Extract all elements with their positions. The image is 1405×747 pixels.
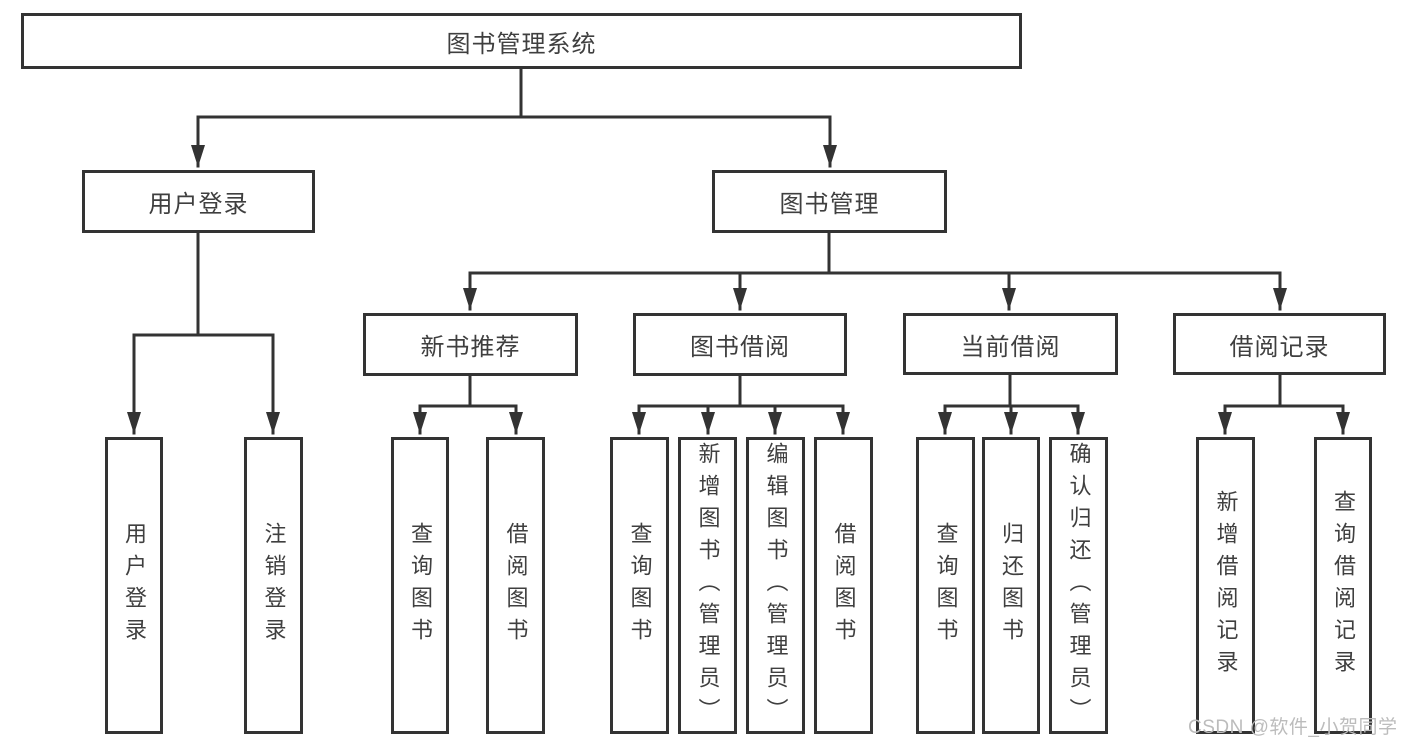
node-label: 图书管理 [779,191,880,218]
leaf-rec-query-books: 查询图书 [391,437,449,734]
leaf-cb-confirm-return-admin: 确认归还（管理员） [1049,437,1108,734]
leaf-logout: 注销登录 [244,437,303,734]
connector-book-borrow-split [637,374,845,408]
node-book-borrowing: 图书借阅 [633,313,847,376]
leaf-label: 注销登录 [261,521,287,650]
watermark: CSDN @软件_小贺同学 [1188,717,1398,738]
leaf-label: 借阅图书 [831,521,857,650]
leaf-bb-query-books: 查询图书 [610,437,669,734]
node-label: 图书借阅 [690,334,790,361]
leaf-label: 借阅图书 [503,521,529,650]
node-library-management-system: 图书管理系统 [21,13,1022,69]
leaf-bb-borrow-books: 借阅图书 [814,437,873,734]
node-current-borrowing: 当前借阅 [903,313,1118,375]
leaf-bb-edit-books-admin: 编辑图书（管理员） [746,437,805,734]
leaf-cb-query-books: 查询图书 [916,437,975,734]
leaf-user-login: 用户登录 [105,437,163,734]
leaf-cb-return-books: 归还图书 [982,437,1040,734]
connector-user-login-split [132,231,275,337]
node-label: 图书管理系统 [446,30,597,58]
leaf-label: 用户登录 [122,521,147,650]
leaf-label: 新增借阅记录 [1213,489,1239,682]
node-label: 用户登录 [148,191,249,218]
node-label: 当前借阅 [960,333,1061,361]
leaf-br-query-borrow-record: 查询借阅记录 [1314,437,1372,734]
leaf-label: 查询图书 [933,521,959,650]
leaf-label: 查询图书 [408,521,433,650]
node-new-book-recommendation: 新书推荐 [363,313,578,376]
connector-book-management-split [468,231,1282,275]
leaf-bb-add-books-admin: 新增图书（管理员） [678,437,737,734]
connector-current-borrow-split [943,373,1080,408]
connector-borrow-records-split [1223,373,1345,408]
leaf-label: 归还图书 [999,521,1024,650]
node-label: 新书推荐 [420,334,521,361]
node-book-management: 图书管理 [712,170,947,233]
leaf-rec-borrow-books: 借阅图书 [486,437,545,734]
leaf-br-add-borrow-record: 新增借阅记录 [1196,437,1255,734]
leaf-label: 确认归还（管理员） [1066,441,1092,730]
node-borrowing-records: 借阅记录 [1173,313,1386,375]
connector-new-book-rec-split [418,374,518,408]
leaf-label: 查询图书 [627,521,653,650]
connector-root-split [196,67,832,119]
leaf-label: 查询借阅记录 [1331,489,1356,682]
leaf-label: 新增图书（管理员） [695,441,721,730]
node-user-login: 用户登录 [82,170,315,233]
node-label: 借阅记录 [1229,333,1330,361]
leaf-label: 编辑图书（管理员） [763,441,789,730]
